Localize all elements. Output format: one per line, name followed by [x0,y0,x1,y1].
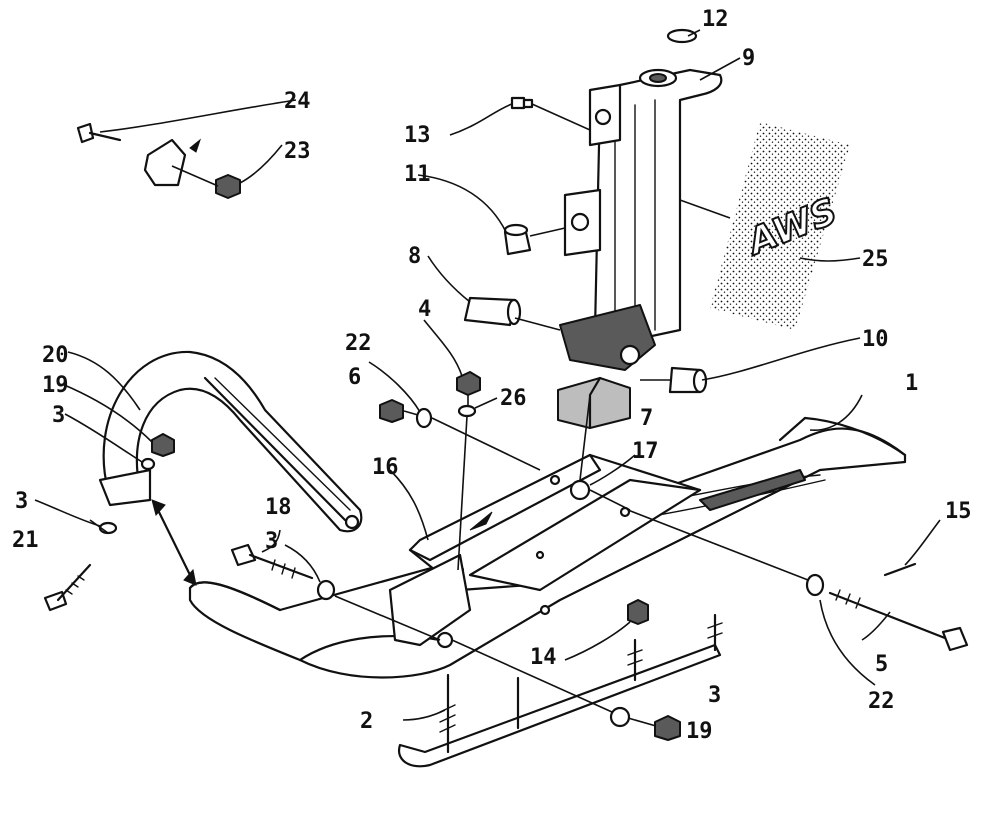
callout-5: 5 [875,652,888,677]
callout-21: 21 [12,528,39,553]
callout-3-ski: 3 [265,529,278,554]
callout-11: 11 [404,162,431,187]
lower-bushing [463,296,522,327]
aws-decal: AWS [710,122,850,330]
wear-bar [397,613,723,768]
ski-rear-box [388,553,551,649]
callout-7: 7 [640,406,653,431]
washer-bolt-18 [316,579,336,601]
callout-15: 15 [945,499,972,524]
spindle [559,68,723,371]
callout-22-right: 22 [868,689,895,714]
handle-bolt [43,563,92,612]
callout-24: 24 [284,89,311,114]
leader-lines [34,29,941,727]
callout-14: 14 [530,645,557,670]
washer-left [415,407,433,429]
callout-4: 4 [418,297,431,322]
washer-handle-a [140,457,156,471]
callout-18: 18 [265,495,292,520]
callout-25: 25 [862,247,889,272]
ski-bolt [230,543,314,580]
cotter-pin [883,562,917,577]
assembly-arrow [151,499,197,586]
upper-bushing [503,223,532,256]
callout-3-bolt: 3 [15,489,28,514]
nut-left [379,399,404,423]
callout-17: 17 [632,439,659,464]
callout-3-bottom: 3 [708,683,721,708]
callout-8: 8 [408,244,421,269]
lock-nut-upper [456,371,481,396]
callout-1: 1 [905,371,918,396]
ski-handle [98,350,363,533]
washer-center [569,479,591,501]
callout-22-left: 22 [345,331,372,356]
callout-2: 2 [360,709,373,734]
callout-23: 23 [284,139,311,164]
callout-3-handle: 3 [52,403,65,428]
spindle-bolt [828,589,969,652]
grease-fitting [510,96,534,110]
washer-small [457,404,477,418]
callout-6: 6 [348,365,361,390]
nut-handle [151,433,175,457]
callout-9: 9 [742,46,755,71]
nut-wear-bar [627,599,649,625]
spindle-bracket [408,453,702,592]
adjuster-assembly [76,122,241,199]
rubber-block [557,376,631,430]
callout-12: 12 [702,7,729,32]
spindle-cap [666,28,698,44]
bracket-arrow [469,511,493,531]
callout-20: 20 [42,343,69,368]
washer-right [805,573,825,597]
callout-10: 10 [862,327,889,352]
nut-bottom [654,715,681,741]
callout-19-top: 19 [42,373,69,398]
washer-bottom [609,706,631,728]
callout-26: 26 [500,386,527,411]
spindle-bushing [668,366,708,394]
callout-19-bottom: 19 [686,719,713,744]
callout-16: 16 [372,455,399,480]
callout-13: 13 [404,123,431,148]
callout-labels: 1 2 3 3 3 3 4 5 6 7 8 9 10 11 12 13 14 1… [12,7,972,744]
